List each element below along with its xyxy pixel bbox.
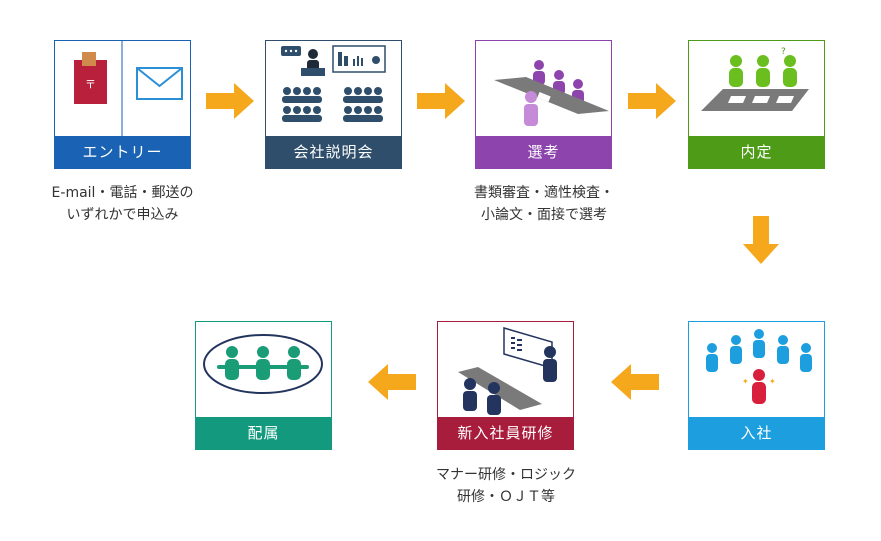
envelope-icon — [136, 67, 183, 100]
step-label: 入社 — [689, 417, 824, 449]
table-icon — [494, 77, 609, 114]
step-training-card: 新入社員研修 — [437, 321, 574, 450]
desk-icon — [458, 367, 542, 410]
arrow-right-icon — [628, 83, 676, 119]
people-icon — [729, 55, 797, 87]
svg-text:✦: ✦ — [742, 377, 749, 386]
question-mark-icon: ? — [781, 47, 786, 57]
assignment-illustration — [203, 334, 323, 394]
step-offer-card: ? 内定 — [688, 40, 825, 169]
candidate-icon — [524, 91, 538, 126]
step-label: 内定 — [689, 136, 824, 168]
training-illustration — [458, 327, 557, 415]
postbox-icon: 〒 — [74, 52, 107, 104]
caption-line: 書類審査・適性検査・ — [474, 185, 614, 201]
briefing-illustration — [281, 45, 386, 122]
step-label: 配属 — [196, 417, 331, 449]
colleagues-icon — [706, 329, 812, 372]
audience-icon — [282, 87, 383, 122]
step-assignment-card: 配属 — [195, 321, 332, 450]
presenter-icon — [301, 49, 325, 76]
slide-screen-icon — [332, 45, 386, 73]
new-employee-icon — [752, 369, 766, 404]
step-joining-card: ✦ ✦ 入社 — [688, 321, 825, 450]
speech-bubble-icon — [281, 46, 301, 56]
entry-caption: E-mail・電話・郵送の いずれかで申込み — [37, 182, 208, 226]
arrow-left-icon — [368, 364, 416, 400]
sparkle-icon: ✦ ✦ — [742, 377, 776, 386]
documents-icon — [728, 96, 794, 103]
caption-line: マナー研修・ロジック — [436, 467, 576, 483]
step-briefing-card: 会社説明会 — [265, 40, 402, 169]
training-caption: マナー研修・ロジック 研修・ＯＪＴ等 — [412, 464, 600, 508]
caption-line: 小論文・面接で選考 — [481, 207, 607, 223]
joining-illustration: ✦ ✦ — [706, 329, 812, 404]
caption-line: 研修・ＯＪＴ等 — [457, 489, 555, 505]
selection-caption: 書類審査・適性検査・ 小論文・面接で選考 — [450, 182, 638, 226]
arrow-left-icon — [611, 364, 659, 400]
arrow-right-icon — [417, 83, 465, 119]
step-label: 会社説明会 — [266, 136, 401, 168]
arrow-down-icon — [743, 216, 779, 264]
instructor-icon — [543, 346, 557, 382]
entry-illustration: 〒 — [74, 41, 183, 136]
selection-illustration — [494, 60, 609, 126]
step-label: 新入社員研修 — [438, 417, 573, 449]
step-label: 選考 — [476, 136, 611, 168]
step-label: エントリー — [55, 136, 190, 168]
svg-text:✦: ✦ — [769, 377, 776, 386]
team-icon — [217, 346, 309, 380]
svg-text:〒: 〒 — [85, 78, 96, 91]
trainees-icon — [463, 378, 501, 415]
step-selection-card: 選考 — [475, 40, 612, 169]
caption-line: いずれかで申込み — [66, 207, 179, 223]
arrow-right-icon — [206, 83, 254, 119]
step-entry-card: 〒 エントリー — [54, 40, 191, 169]
caption-line: E-mail・電話・郵送の — [51, 185, 194, 201]
offer-illustration: ? — [701, 47, 809, 111]
interviewers-icon — [533, 60, 584, 104]
